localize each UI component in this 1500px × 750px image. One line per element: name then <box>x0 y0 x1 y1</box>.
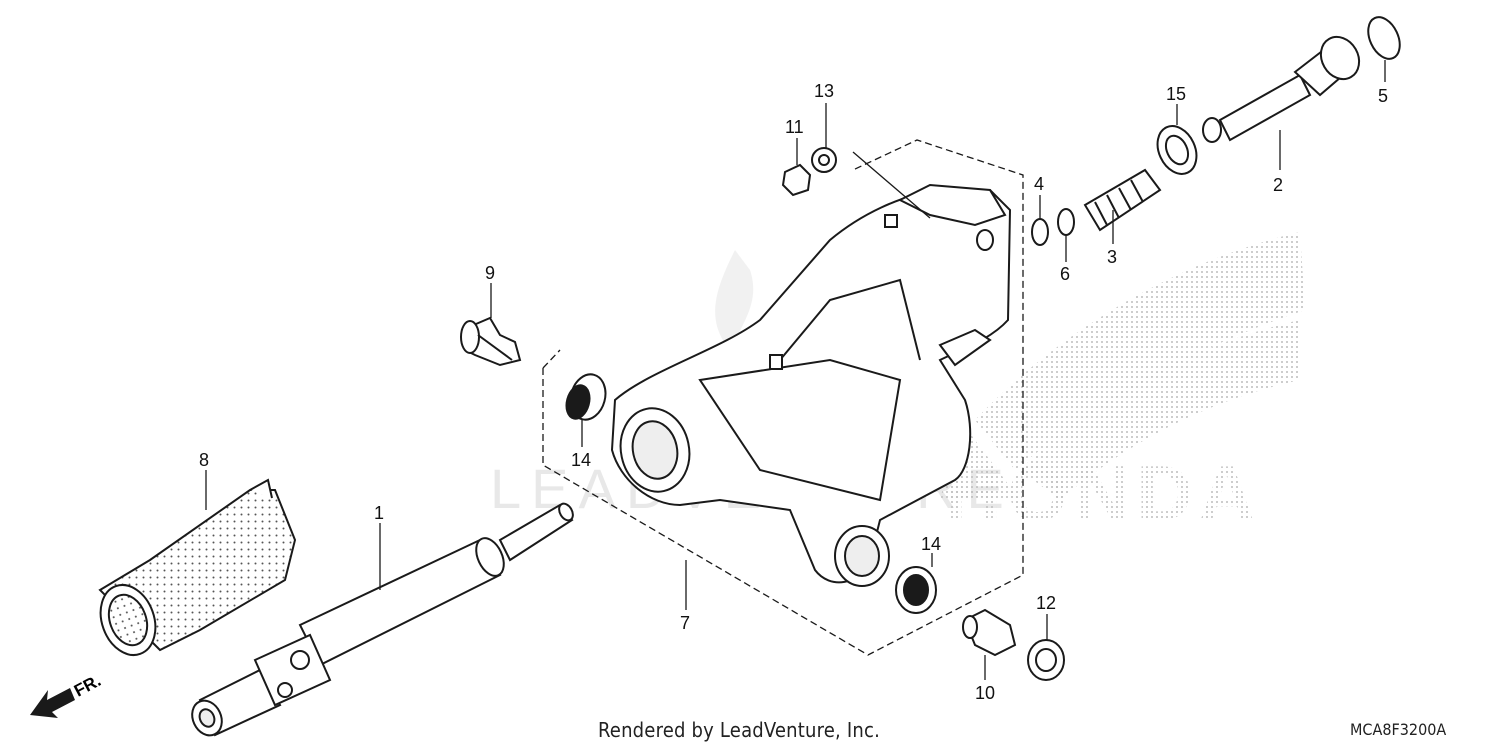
locknut-12 <box>1027 639 1065 681</box>
callout-15: 15 <box>1166 84 1186 104</box>
callout-12: 12 <box>1036 593 1056 613</box>
callout-7: 7 <box>680 613 690 633</box>
pivot-bolt-10 <box>962 608 1017 657</box>
pivot-bolt-9 <box>460 316 522 367</box>
bearing-14-upper <box>565 373 607 421</box>
front-arrow-icon <box>30 688 75 718</box>
callout-9: 9 <box>485 263 495 283</box>
callout-3: 3 <box>1107 247 1117 267</box>
callout-labels: 1 2 3 4 5 6 7 8 9 10 11 12 13 14 14 15 <box>199 81 1388 703</box>
washer-6 <box>1057 208 1075 236</box>
callout-1: 1 <box>374 503 384 523</box>
washer-4 <box>1031 218 1049 246</box>
spring-3 <box>1083 168 1162 232</box>
leader-lines <box>205 60 1386 680</box>
drive-shaft <box>191 502 574 737</box>
pinion-shaft-2 <box>1202 35 1361 143</box>
swing-arm <box>610 183 1012 587</box>
nut-11 <box>781 163 812 197</box>
callout-14-upper: 14 <box>571 450 591 470</box>
callout-14-lower: 14 <box>921 534 941 554</box>
honda-wing-watermark: HONDA <box>940 232 1305 537</box>
callout-6: 6 <box>1060 264 1070 284</box>
circlip-5 <box>1367 16 1401 60</box>
gear-15 <box>1156 125 1198 175</box>
callout-8: 8 <box>199 450 209 470</box>
front-direction-indicator: FR. <box>30 671 104 718</box>
callout-2: 2 <box>1273 175 1283 195</box>
honda-watermark-text: HONDA <box>945 449 1261 537</box>
washer-13 <box>811 147 837 173</box>
callout-5: 5 <box>1378 86 1388 106</box>
callout-10: 10 <box>975 683 995 703</box>
front-indicator-text: FR. <box>71 671 104 701</box>
assembly-boundary <box>542 139 1024 656</box>
bearing-14-lower <box>895 566 937 614</box>
callout-13: 13 <box>814 81 834 101</box>
diagram-code: MCA8F3200A <box>1350 720 1447 739</box>
render-credit: Rendered by LeadVenture, Inc. <box>598 718 880 742</box>
rubber-boot <box>98 478 297 656</box>
callout-4: 4 <box>1034 174 1044 194</box>
callout-11: 11 <box>785 117 804 137</box>
